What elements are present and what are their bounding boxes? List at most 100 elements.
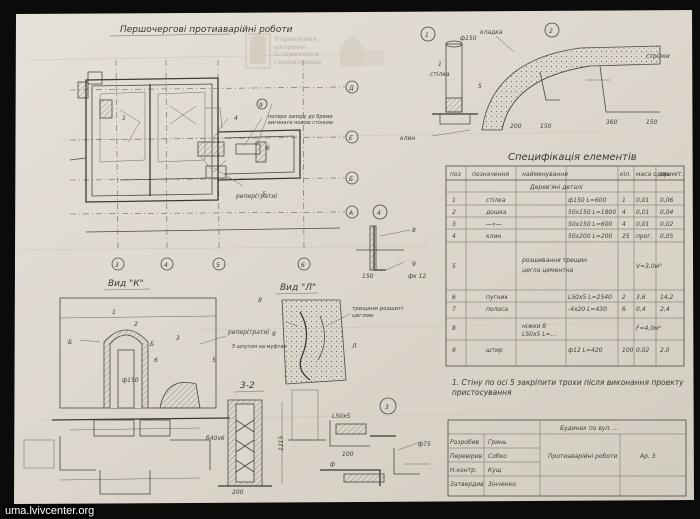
svg-text:8: 8 — [452, 325, 456, 332]
svg-text:приміт.: приміт. — [660, 171, 683, 178]
spec-row-3: 3 —«— 50x150 L=600 4 0,01 0,02 — [452, 221, 674, 228]
svg-text:маса один.: маса один. — [636, 171, 671, 178]
svg-text:4: 4 — [622, 221, 626, 228]
svg-text:1: 1 — [112, 309, 116, 316]
axis-bubbles-bottom: 3 4 5 6 — [111, 257, 311, 271]
svg-text:L50x5: L50x5 — [332, 413, 351, 420]
svg-text:100: 100 — [622, 347, 634, 354]
svg-text:0,06: 0,06 — [660, 197, 674, 204]
svg-text:50x150 L=600: 50x150 L=600 — [568, 221, 613, 228]
svg-text:позначення: позначення — [472, 171, 509, 178]
svg-text:Протиаварійні роботи: Протиаварійні роботи — [548, 453, 617, 460]
svg-text:3: 3 — [452, 221, 456, 228]
svg-text:L50x5 L=...: L50x5 L=... — [522, 331, 556, 338]
svg-text:0,01: 0,01 — [636, 197, 649, 204]
svg-text:0,01: 0,01 — [636, 209, 649, 216]
source-credit[interactable]: uma.lvivcenter.org — [3, 504, 97, 518]
svg-text:фк 12: фк 12 — [408, 273, 426, 280]
svg-text:Будинок по вул. ...: Будинок по вул. ... — [560, 425, 619, 432]
svg-text:2,4: 2,4 — [660, 306, 670, 313]
svg-text:9: 9 — [412, 261, 416, 268]
svg-text:25: 25 — [622, 233, 630, 240]
detail2-label: кладка — [480, 29, 503, 36]
svg-text:1: 1 — [438, 61, 442, 68]
plan-item-4: 4 — [234, 115, 238, 122]
archive-watermark: Управління охорони історичного середовищ… — [245, 33, 384, 69]
svg-text:Д: Д — [348, 85, 354, 92]
detail1-base: клин — [400, 135, 415, 142]
spec-note: 1. Стіну по осі 5 закріпити трохи після … — [452, 378, 684, 397]
svg-text:ніжки 8: ніжки 8 — [522, 323, 546, 330]
svg-text:0,02: 0,02 — [636, 347, 650, 354]
svg-text:200: 200 — [510, 123, 522, 130]
view-k-label: Вид "К" — [108, 279, 144, 289]
svg-text:50x200 L=200: 50x200 L=200 — [568, 233, 613, 240]
svg-text:Кущ: Кущ — [488, 467, 502, 474]
svg-text:Зінченко: Зінченко — [488, 481, 516, 488]
plan-item-6: 6 — [266, 145, 270, 152]
svg-text:прог.: прог. — [636, 233, 653, 240]
svg-text:5: 5 — [216, 262, 220, 269]
spec-row-1: 1 стілка ф150 L=600 1 0,01 0,06 — [452, 197, 674, 204]
plan-item-5: 5 — [262, 191, 266, 198]
svg-text:ф12 L=420: ф12 L=420 — [568, 347, 603, 354]
svg-text:0,4: 0,4 — [636, 306, 646, 313]
svg-text:Гринь: Гринь — [488, 439, 507, 446]
svg-text:3,6: 3,6 — [636, 294, 646, 301]
axis-bubbles-right: Д Е Б А — [345, 80, 359, 219]
svg-text:3-2: 3-2 — [240, 381, 255, 391]
spec-row-2: 2 дошка 50x150 L=1800 4 0,01 0,04 — [452, 209, 674, 216]
svg-text:-4x20 L=430: -4x20 L=430 — [568, 306, 607, 313]
svg-text:Перевірив: Перевірив — [450, 453, 483, 460]
svg-text:8: 8 — [412, 227, 416, 234]
svg-text:2: 2 — [549, 28, 553, 35]
svg-text:6: 6 — [154, 357, 158, 364]
svg-text:6: 6 — [622, 306, 626, 313]
svg-text:3: 3 — [176, 335, 180, 342]
detail1-label: стілка — [430, 71, 450, 78]
svg-text:0,04: 0,04 — [660, 209, 674, 216]
svg-text:0,05: 0,05 — [660, 233, 674, 240]
svg-text:ф: ф — [330, 461, 335, 468]
svg-text:полоса: полоса — [486, 306, 508, 313]
spec-row-9: 9 штир ф12 L=420 100 0,02 2,0 — [452, 347, 670, 354]
svg-text:поз: поз — [450, 171, 461, 178]
plan-reper: репер(грати) — [235, 193, 278, 200]
spec-row-7: 7 полоса -4x20 L=430 6 0,4 2,4 — [452, 306, 670, 313]
svg-text:0,01: 0,01 — [636, 221, 649, 228]
svg-text:360: 360 — [606, 119, 618, 126]
svg-text:0,02: 0,02 — [660, 221, 674, 228]
plan-item-1: 1 — [122, 115, 126, 122]
view-l: Вид "Л" 8 9 Л трещини розшиті цеглою — [258, 283, 403, 441]
svg-text:б40x6: б40x6 — [206, 435, 225, 442]
svg-text:2: 2 — [622, 294, 626, 301]
floor-plan: 4 9 5 6 1 поперх запору до брами вигинат… — [69, 59, 359, 271]
svg-text:150: 150 — [540, 123, 552, 130]
svg-text:3: 3 — [385, 404, 389, 411]
spec-row-8: 8 ніжки 8 L50x5 L=... F=4,0м² — [452, 323, 662, 338]
svg-text:ф150 L=600: ф150 L=600 — [568, 197, 606, 204]
svg-text:1: 1 — [425, 32, 429, 39]
detail-2-masonry: 2 кладка 5 стрілки 200 150 360 150 — [478, 22, 670, 131]
spec-row-4: 4 клин 50x200 L=200 25 прог. 0,05 — [452, 233, 674, 240]
spec-row-5: 5 розшивання трещин цегла цементна V=3,0… — [452, 257, 662, 274]
section-3-2: 3-2 б40x6 200 1215 — [206, 381, 285, 496]
svg-text:ф75: ф75 — [418, 441, 431, 448]
svg-text:стрілки: стрілки — [646, 53, 670, 60]
spec-title: Специфікація елементів — [508, 151, 637, 163]
svg-text:1: 1 — [622, 197, 626, 204]
title-note: Першочергові протиаварійні роботи — [120, 25, 293, 35]
svg-text:3: 3 — [115, 262, 119, 269]
svg-text:9: 9 — [272, 331, 276, 338]
svg-text:1215: 1215 — [278, 436, 285, 451]
svg-text:2,0: 2,0 — [660, 347, 670, 354]
svg-text:5: 5 — [212, 357, 216, 364]
svg-text:2: 2 — [452, 209, 456, 216]
svg-text:цегла цементна: цегла цементна — [522, 267, 574, 274]
svg-text:200: 200 — [232, 489, 244, 496]
plan-door-note: поперх запору до брами вигинати новою ст… — [268, 114, 333, 126]
detail-3: 3 L50x5 100 ф75 ф — [320, 397, 431, 486]
svg-text:Ар. 3: Ар. 3 — [639, 453, 656, 460]
svg-text:8: 8 — [258, 297, 262, 304]
